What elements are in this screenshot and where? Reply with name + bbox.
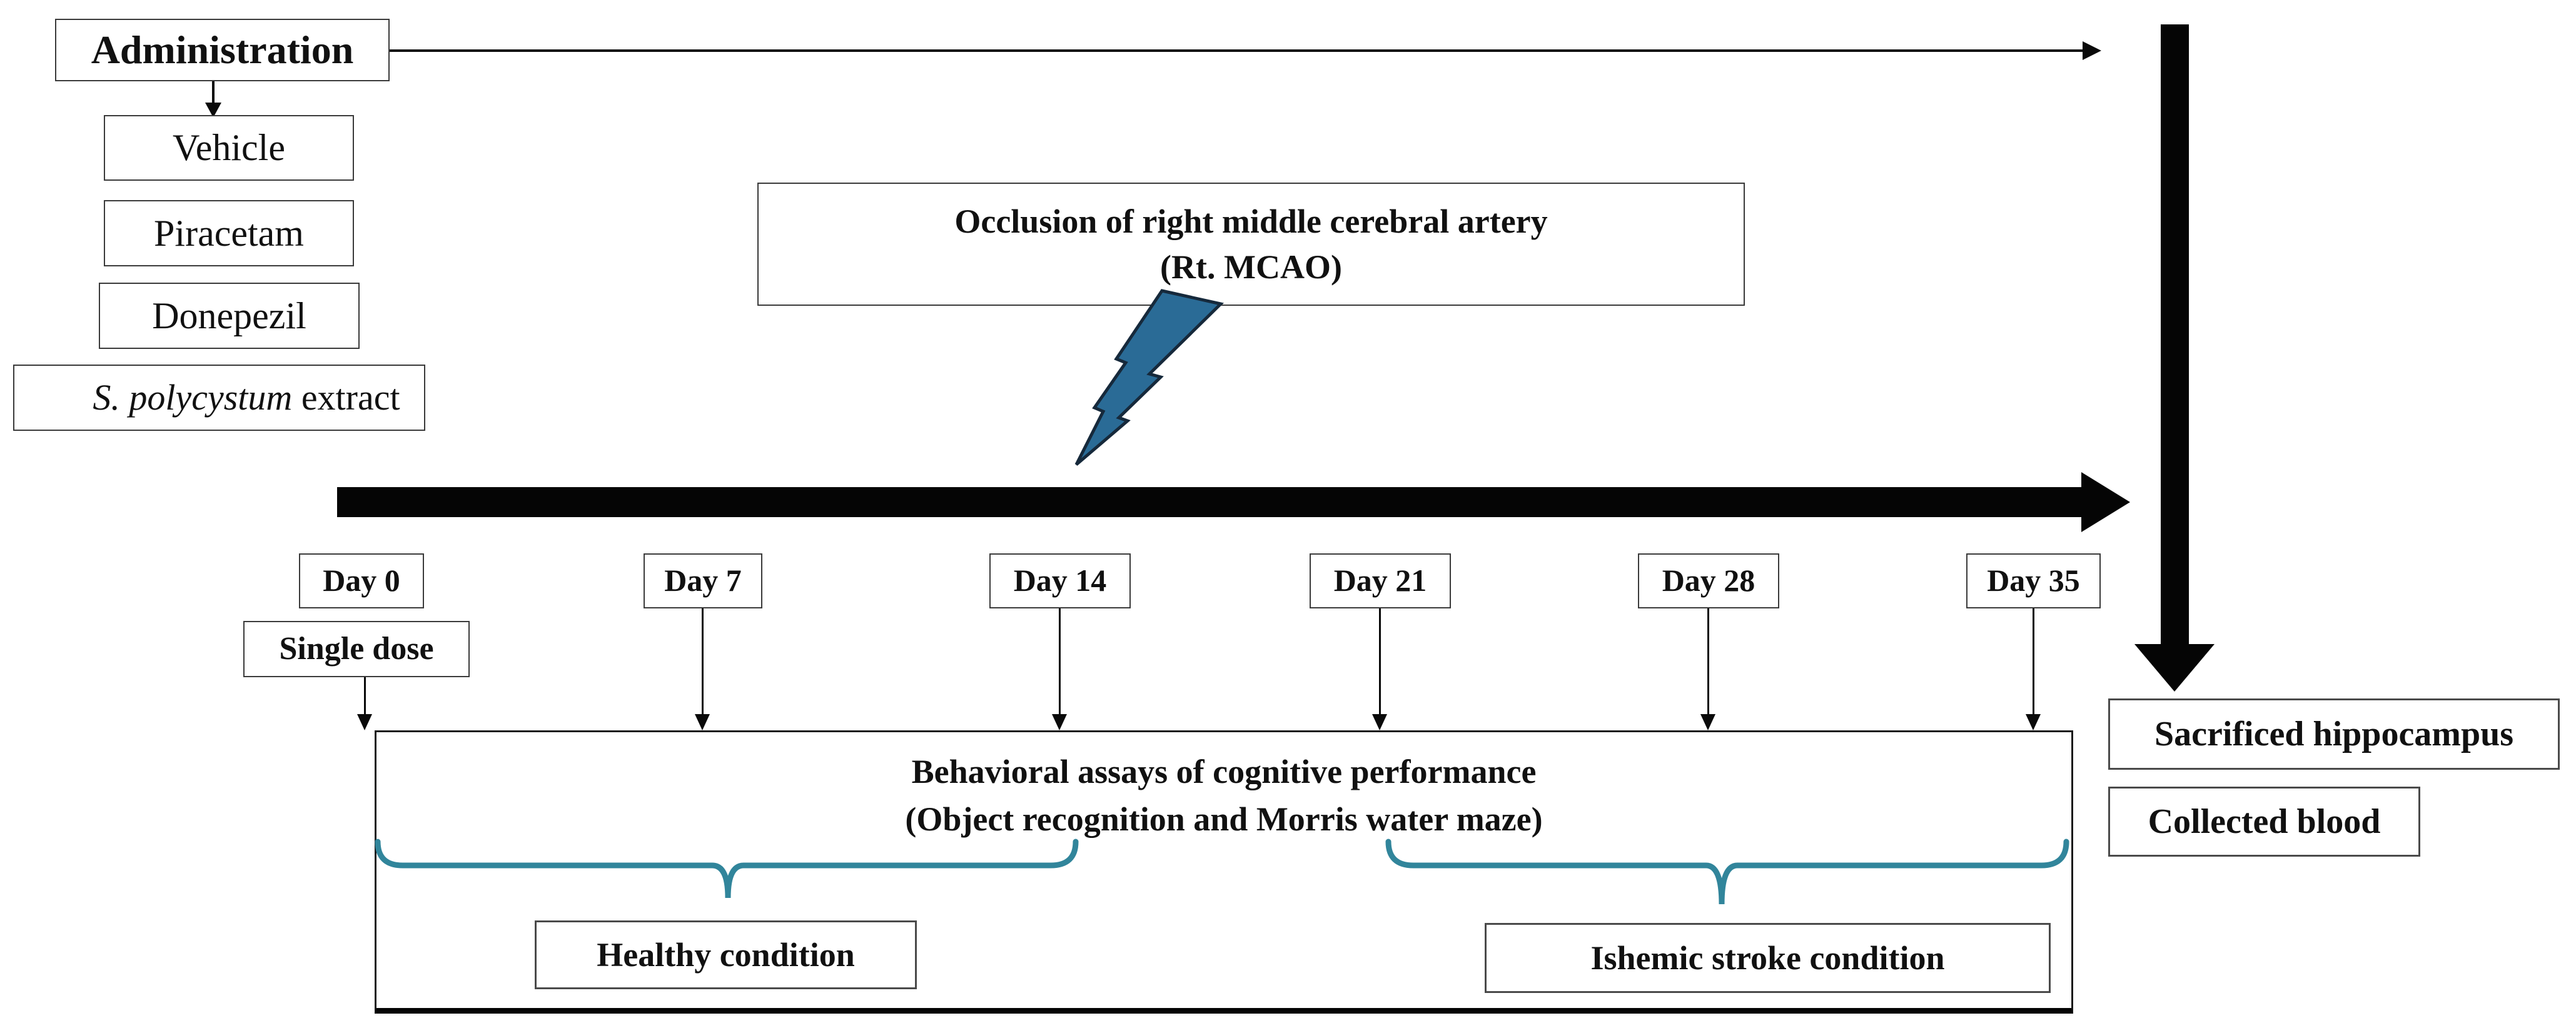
collected-blood-box: Collected blood (2108, 787, 2420, 857)
single-dose-label: Single dose (279, 631, 434, 667)
down-arrow-icon (695, 714, 710, 730)
administration-timeline-line (390, 49, 2083, 52)
arrowhead-right-icon (2083, 41, 2101, 60)
day-box-0: Day 0 (299, 553, 424, 608)
day-box-14: Day 14 (989, 553, 1131, 608)
brace-left-icon (375, 839, 1079, 899)
day-35-label: Day 35 (1987, 563, 2080, 598)
timeline-arrowhead-icon (2081, 472, 2130, 532)
day-21-arrow-line (1379, 608, 1381, 715)
day-box-7: Day 7 (644, 553, 762, 608)
day-box-21: Day 21 (1310, 553, 1451, 608)
donepezil-label: Donepezil (152, 295, 306, 336)
healthy-condition-box: Healthy condition (535, 920, 917, 989)
administration-box: Administration (55, 19, 390, 81)
assays-line2: (Object recognition and Morris water maz… (905, 800, 1543, 838)
assays-line1: Behavioral assays of cognitive performan… (911, 753, 1537, 790)
administration-down-line (212, 81, 215, 104)
sacrificed-hippocampus-box: Sacrificed hippocampus (2108, 698, 2560, 770)
sacrifice-arrowhead-icon (2134, 644, 2215, 692)
day-7-arrow-line (702, 608, 704, 715)
vehicle-box: Vehicle (104, 115, 354, 181)
sacrifice-bar (2161, 24, 2189, 645)
day-21-label: Day 21 (1333, 563, 1427, 598)
sacrificed-hippocampus-label: Sacrificed hippocampus (2154, 714, 2514, 753)
day-box-35: Day 35 (1966, 553, 2101, 608)
down-arrow-icon (1372, 714, 1387, 730)
single-dose-arrow-line (364, 677, 366, 715)
extract-box: S. polycystum extract (13, 365, 425, 431)
piracetam-label: Piracetam (154, 212, 304, 254)
extract-rest-label: extract (292, 376, 400, 418)
ischemic-condition-box: Ishemic stroke condition (1485, 923, 2051, 993)
occlusion-box: Occlusion of right middle cerebral arter… (757, 183, 1745, 306)
lightning-bolt-icon (1074, 289, 1225, 466)
vehicle-label: Vehicle (173, 127, 285, 168)
down-arrow-icon (1700, 714, 1715, 730)
occlusion-line1: Occlusion of right middle cerebral arter… (954, 202, 1548, 240)
down-arrow-icon (1052, 714, 1067, 730)
collected-blood-label: Collected blood (2148, 802, 2381, 841)
day-28-arrow-line (1707, 608, 1709, 715)
piracetam-box: Piracetam (104, 200, 354, 266)
brace-right-icon (1385, 839, 2069, 905)
down-arrow-icon (357, 714, 372, 730)
single-dose-box: Single dose (243, 621, 470, 677)
ischemic-condition-label: Ishemic stroke condition (1590, 939, 1945, 977)
day-7-label: Day 7 (664, 563, 742, 598)
day-box-28: Day 28 (1638, 553, 1779, 608)
occlusion-line2: (Rt. MCAO) (1160, 248, 1342, 286)
extract-species-label: S. polycystum (93, 376, 293, 418)
down-arrow-icon (2026, 714, 2041, 730)
healthy-condition-label: Healthy condition (597, 935, 855, 974)
day-0-label: Day 0 (323, 563, 400, 598)
administration-label: Administration (91, 28, 354, 73)
day-35-arrow-line (2033, 608, 2034, 715)
donepezil-box: Donepezil (99, 283, 360, 349)
day-28-label: Day 28 (1662, 563, 1755, 598)
day-14-arrow-line (1059, 608, 1061, 715)
timeline-bar (337, 487, 2083, 517)
day-14-label: Day 14 (1013, 563, 1107, 598)
behavioral-assays-title: Behavioral assays of cognitive performan… (376, 732, 2071, 843)
